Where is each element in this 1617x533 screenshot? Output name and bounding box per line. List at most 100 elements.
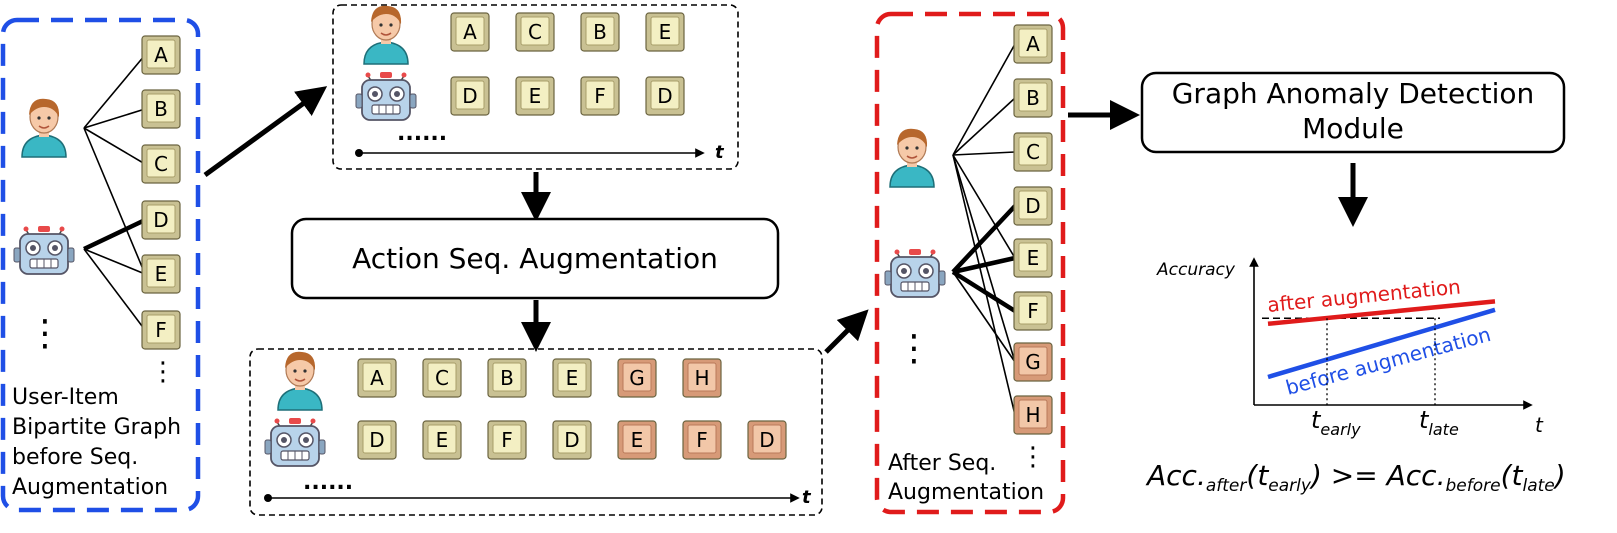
key-letter: E: [566, 366, 579, 390]
augmentation-module-label: Action Seq. Augmentation: [352, 242, 718, 275]
key-face: [146, 148, 176, 178]
right-caption-line-2: Augmentation: [888, 480, 1044, 505]
top-timeline-t-label: t: [715, 142, 725, 163]
item-key-e: E: [645, 12, 685, 52]
robot-icon: [355, 71, 417, 121]
key-face: [1018, 82, 1048, 112]
item-key-b: B: [487, 358, 527, 398]
chart-x-tick-main: t: [1419, 406, 1430, 434]
key-face: [650, 80, 680, 110]
robot-icon: [884, 248, 946, 298]
right-item-keys: ABC D E FGH: [1013, 24, 1053, 435]
bottom-sequence-dots: ......: [303, 470, 353, 495]
right-item-ellipsis: ⋮: [1020, 442, 1046, 472]
item-key-b: B: [1013, 78, 1053, 118]
chart-x-tick-main: t: [1311, 406, 1322, 434]
key-face: [1018, 28, 1048, 58]
key-letter: D: [369, 428, 384, 452]
arrow-bottom-to-right-panel: [824, 309, 869, 354]
formula-operator: >=: [1322, 459, 1387, 492]
formula-open-2: (: [1501, 459, 1513, 492]
item-key-f: F: [141, 310, 181, 350]
formula-sub-after: after: [1206, 476, 1248, 496]
item-key-c: C: [141, 144, 181, 184]
formula-prefix-after: Acc.: [1145, 459, 1206, 492]
key-letter: F: [1027, 299, 1039, 323]
formula-open-1: (: [1246, 459, 1258, 492]
key-letter: F: [696, 428, 708, 452]
gad-module-line-2: Module: [1302, 112, 1404, 145]
key-letter: E: [631, 428, 644, 452]
formula-arg1-sub: early: [1268, 476, 1312, 496]
user-icon: [889, 128, 935, 188]
left-panel-caption: User-Item Bipartite Graph before Seq. Au…: [12, 385, 181, 500]
key-letter: C: [1026, 140, 1040, 164]
key-letter: A: [154, 43, 168, 67]
key-face: [520, 16, 550, 46]
right-panel-caption: After Seq. Augmentation: [888, 451, 1044, 505]
formula-prefix-before: Acc.: [1385, 459, 1446, 492]
chart-x-tick-0: tearly: [1311, 406, 1361, 439]
key-face: [455, 80, 485, 110]
item-key-c: C: [515, 12, 555, 52]
key-letter: F: [501, 428, 513, 452]
formula-arg2-sub: late: [1522, 476, 1554, 496]
key-letter: D: [462, 84, 477, 108]
key-letter: D: [657, 84, 672, 108]
key-face: [146, 314, 176, 344]
key-letter: E: [529, 84, 542, 108]
item-key-c: C: [422, 358, 462, 398]
left-caption-line-1: User-Item: [12, 385, 119, 410]
key-face: [520, 80, 550, 110]
top-sequence-box: [332, 4, 739, 170]
key-face: [557, 424, 587, 454]
key-letter: E: [1027, 246, 1040, 270]
key-face: [687, 424, 717, 454]
key-letter: E: [436, 428, 449, 452]
key-face: [650, 16, 680, 46]
accuracy-inequality: Acc.after(tearly) >= Acc.before(tlate): [1145, 459, 1566, 496]
right-panel-border: [874, 11, 1066, 515]
key-letter: A: [1026, 32, 1040, 56]
chart-series-line-0: [1267, 299, 1496, 327]
item-key-d: D: [357, 420, 397, 460]
gad-module-box: [1140, 71, 1566, 154]
key-letter: A: [463, 20, 477, 44]
augmentation-module-box: [290, 217, 780, 300]
left-panel-edges: [83, 54, 146, 331]
key-face: [146, 93, 176, 123]
item-key-a: A: [450, 12, 490, 52]
item-key-e: E: [617, 420, 657, 460]
key-face: [1018, 399, 1048, 429]
item-key-b: B: [141, 89, 181, 129]
formula-arg2: t: [1512, 459, 1524, 492]
key-face: [362, 424, 392, 454]
key-face: [585, 16, 615, 46]
left-panel-border: [0, 17, 201, 513]
item-key-h: H: [682, 358, 722, 398]
chart-x-tick-1: tlate: [1419, 406, 1459, 439]
key-face: [1018, 242, 1048, 272]
key-face: [1018, 190, 1048, 220]
item-key-h: H: [1013, 395, 1053, 435]
key-face: [752, 424, 782, 454]
key-letter: G: [629, 366, 645, 390]
key-letter: D: [564, 428, 579, 452]
key-face: [622, 362, 652, 392]
key-face: [492, 424, 522, 454]
key-face: [1018, 136, 1048, 166]
key-letter: D: [1025, 194, 1040, 218]
item-key-g: G: [1013, 342, 1053, 382]
item-key-a: A: [141, 35, 181, 75]
item-key-a: A: [357, 358, 397, 398]
item-key-d: D: [645, 76, 685, 116]
key-face: [687, 362, 717, 392]
key-letter: F: [594, 84, 606, 108]
right-caption-line-1: After Seq.: [888, 451, 996, 476]
